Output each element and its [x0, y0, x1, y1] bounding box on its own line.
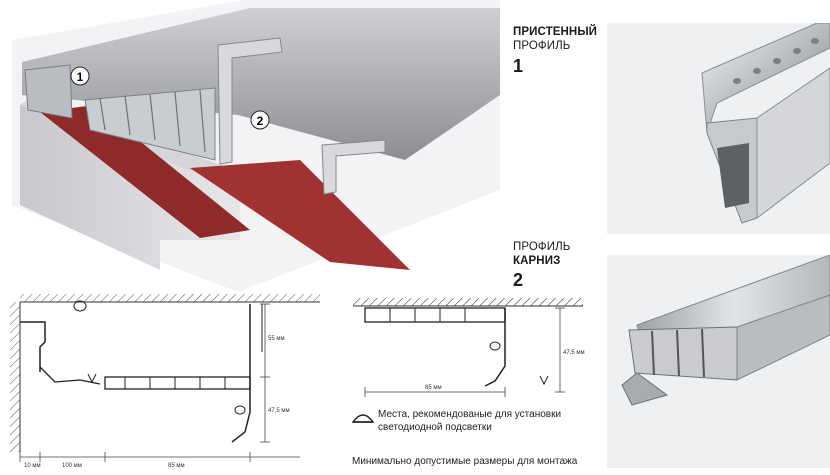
profile2-title-line1: ПРОФИЛЬ — [513, 241, 571, 253]
callout-2: 2 — [250, 110, 270, 130]
svg-text:47,5 мм: 47,5 мм — [563, 350, 585, 356]
svg-text:85 мм: 85 мм — [168, 463, 185, 469]
cornice-profile-photo — [607, 255, 830, 468]
profile2-number: 2 — [513, 270, 524, 290]
profile1-number: 1 — [513, 56, 524, 76]
svg-text:47,5 мм: 47,5 мм — [268, 408, 290, 414]
svg-text:85 мм: 85 мм — [425, 385, 442, 391]
ceiling-3d-render: 1 2 — [0, 0, 500, 292]
section-drawing-right: 85 мм 47,5 мм — [345, 296, 600, 404]
svg-text:2: 2 — [257, 114, 264, 128]
legend-line-1: Места, рекомендованые для установки — [378, 409, 562, 420]
profile1-title-line2: ПРОФИЛЬ — [513, 40, 571, 52]
profile2-title-line2: КАРНИЗ — [513, 255, 561, 267]
svg-text:55 мм: 55 мм — [268, 336, 285, 342]
callout-1: 1 — [70, 66, 90, 86]
profile1-title-line1: ПРИСТЕННЫЙ — [513, 26, 598, 38]
led-legend-icon — [351, 410, 375, 429]
legend-line-2: светодиодной подсветки — [378, 422, 492, 433]
svg-text:10 мм: 10 мм — [24, 463, 41, 469]
caption: Минимально допустимые размеры для монтаж… — [352, 456, 578, 467]
section-drawing-left: 10 мм 100 мм 85 мм 55 мм 47,5 мм — [0, 292, 330, 470]
wall-profile-photo — [607, 23, 830, 234]
svg-text:100 мм: 100 мм — [62, 463, 82, 469]
svg-text:1: 1 — [77, 70, 84, 84]
